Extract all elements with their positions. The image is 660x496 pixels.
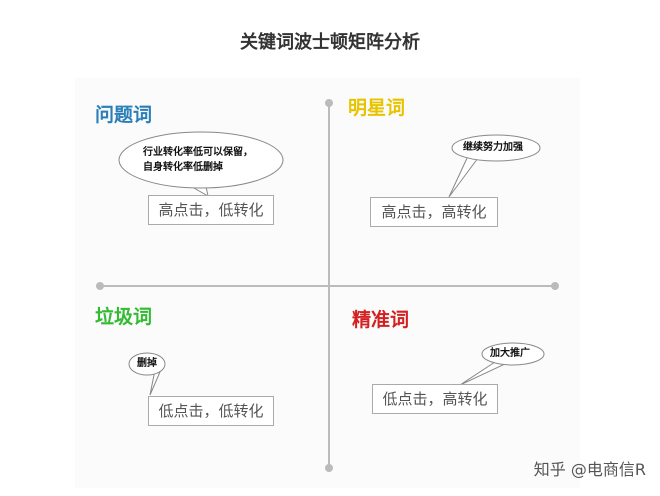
- page-title: 关键词波士顿矩阵分析: [240, 32, 420, 53]
- quadrant-label-junk: 垃圾词: [95, 306, 153, 328]
- box-star: 高点击，高转化: [370, 197, 498, 227]
- watermark: 知乎 @电商信R: [533, 460, 646, 479]
- quadrant-label-question: 问题词: [95, 104, 153, 126]
- quadrant-label-star: 明星词: [348, 97, 406, 119]
- box-junk: 低点击，低转化: [148, 396, 274, 426]
- bubble-text-precise: 加大推广: [490, 348, 530, 359]
- box-precise: 低点击，高转化: [372, 384, 498, 414]
- quadrant-label-precise: 精准词: [352, 309, 410, 331]
- bubble-line: 行业转化率低可以保留，: [143, 147, 253, 158]
- box-question: 高点击，低转化: [148, 195, 274, 225]
- bubble-line: 自身转化率低删掉: [143, 162, 223, 173]
- bubble-text-star: 继续努力加强: [463, 142, 523, 153]
- bubble-text-question: 行业转化率低可以保留， 自身转化率低删掉: [143, 145, 253, 175]
- bubble-shape: [118, 131, 284, 189]
- bubble-text-junk: 删掉: [137, 358, 157, 369]
